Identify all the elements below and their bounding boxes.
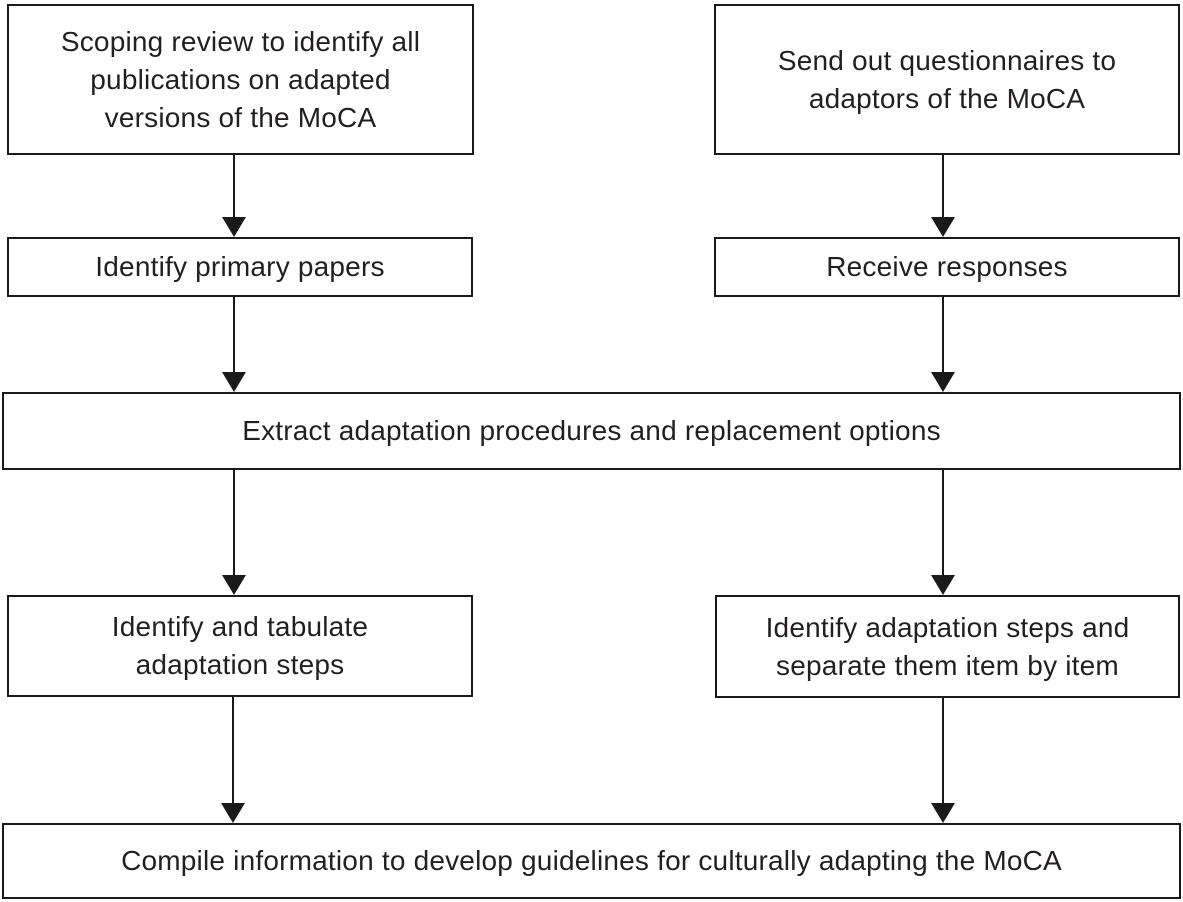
arrow-separate-to-compile	[931, 697, 955, 823]
arrowhead-down-icon	[222, 217, 246, 237]
arrowhead-down-icon	[222, 372, 246, 392]
arrow-line	[233, 155, 235, 219]
node-label: Identify and tabulate adaptation steps	[111, 611, 369, 680]
node-extract-procedures: Extract adaptation procedures and replac…	[2, 392, 1181, 470]
node-scoping-review: Scoping review to identify all publicati…	[7, 4, 474, 155]
node-label: Extract adaptation procedures and replac…	[242, 415, 941, 446]
arrowhead-down-icon	[931, 217, 955, 237]
arrow-line	[942, 155, 944, 219]
arrowhead-down-icon	[931, 803, 955, 823]
arrow-line	[233, 297, 235, 374]
node-label: Identify primary papers	[95, 251, 385, 282]
arrow-responses-to-extract	[931, 297, 955, 392]
node-label: Identify adaptation steps and separate t…	[765, 611, 1130, 681]
node-identify-tabulate: Identify and tabulate adaptation steps	[7, 595, 473, 697]
node-send-questionnaires: Send out questionnaires to adaptors of t…	[714, 4, 1180, 155]
arrow-questionnaires-to-responses	[931, 155, 955, 237]
node-identify-separate: Identify adaptation steps and separate t…	[715, 595, 1180, 698]
arrow-line	[232, 697, 234, 805]
arrow-tabulate-to-compile	[221, 697, 245, 823]
arrow-scoping-to-primary	[222, 155, 246, 237]
node-label: Compile information to develop guideline…	[121, 845, 1062, 876]
arrow-line	[233, 470, 235, 577]
node-label: Send out questionnaires to adaptors of t…	[777, 44, 1117, 114]
node-compile-guidelines: Compile information to develop guideline…	[2, 823, 1181, 899]
arrowhead-down-icon	[931, 372, 955, 392]
arrow-line	[942, 297, 944, 374]
arrow-extract-to-tabulate	[222, 470, 246, 595]
arrow-line	[942, 470, 944, 577]
arrowhead-down-icon	[221, 803, 245, 823]
arrow-extract-to-separate	[931, 470, 955, 595]
node-identify-primary-papers: Identify primary papers	[7, 237, 473, 297]
node-label: Receive responses	[826, 251, 1068, 282]
arrow-primary-to-extract	[222, 297, 246, 392]
arrowhead-down-icon	[222, 575, 246, 595]
arrowhead-down-icon	[931, 575, 955, 595]
node-label: Scoping review to identify all publicati…	[60, 25, 421, 133]
node-receive-responses: Receive responses	[714, 237, 1180, 297]
arrow-line	[942, 697, 944, 805]
